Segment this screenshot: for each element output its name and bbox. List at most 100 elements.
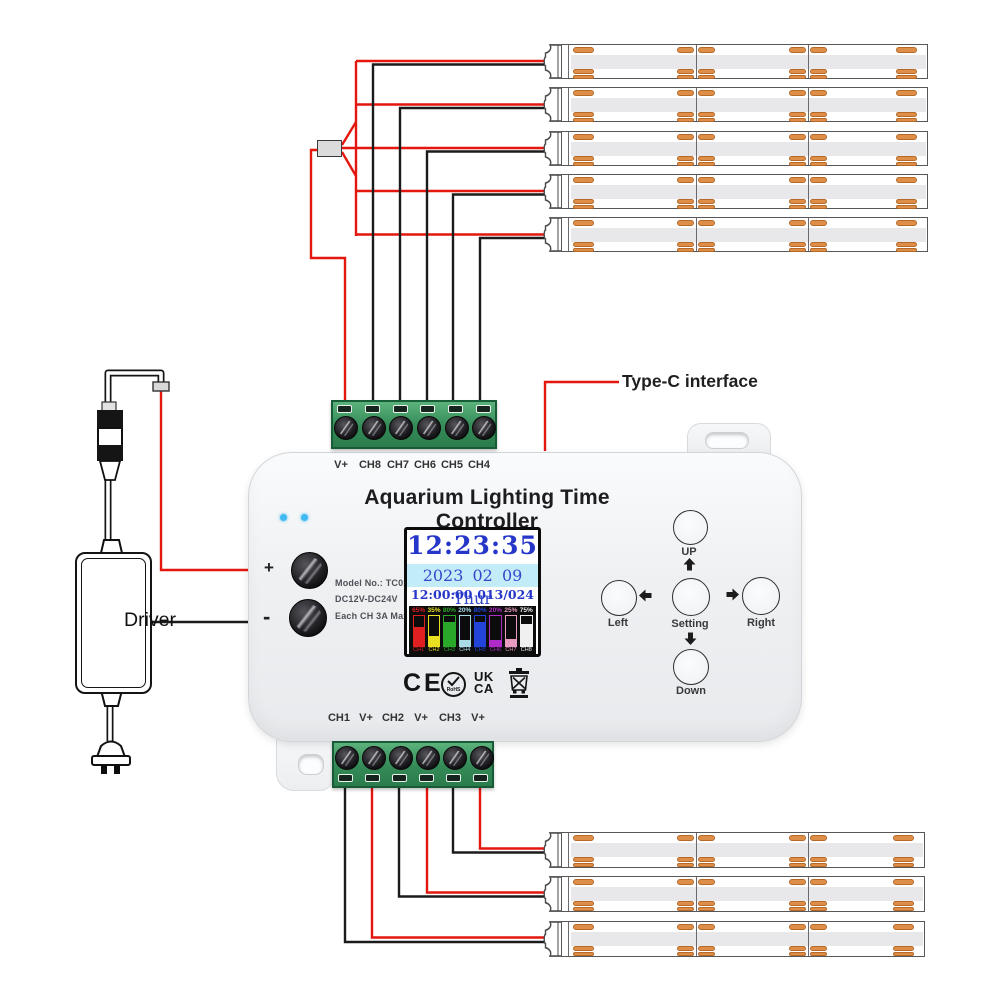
solder-pad	[677, 118, 694, 122]
bar-percent-label: 20%	[489, 607, 503, 614]
solder-pad	[896, 248, 917, 252]
terminal-screw[interactable]	[444, 416, 469, 440]
terminal-screw[interactable]	[415, 746, 440, 770]
strip-pcb	[561, 217, 928, 252]
right-button[interactable]	[742, 577, 780, 615]
strip-connector-icon	[543, 217, 562, 252]
bar-fill	[505, 638, 517, 646]
driver-label: Driver	[124, 609, 176, 631]
power-screw-positive	[291, 552, 328, 589]
solder-pad	[893, 857, 914, 862]
strip-end-line	[568, 833, 569, 867]
solder-pad	[573, 879, 594, 885]
bar-fill	[413, 626, 424, 646]
left-button[interactable]	[601, 580, 637, 616]
terminal-screw[interactable]	[361, 416, 386, 440]
arrow-left-icon	[639, 589, 652, 602]
solder-pad	[789, 134, 806, 140]
cob-led-band	[571, 98, 926, 112]
solder-pad	[573, 199, 594, 204]
solder-pad	[573, 69, 594, 74]
bar-percent-label: 20%	[458, 607, 472, 614]
rohs-text: RoHS	[446, 687, 461, 693]
terminal-screw[interactable]	[388, 746, 413, 770]
solder-pad	[789, 156, 806, 161]
wire-slot	[420, 405, 436, 413]
wire-slot	[392, 774, 407, 782]
solder-pad	[677, 162, 694, 166]
strip-joint-line	[696, 175, 697, 208]
solder-pad	[698, 47, 715, 53]
plus-label: +	[264, 558, 274, 577]
terminal-label-vplus: V+	[471, 712, 485, 724]
solder-pad	[698, 879, 715, 885]
terminal-label-ch1: CH1	[327, 712, 350, 724]
lcd-bar-ch3: 80%CH3	[443, 607, 456, 654]
terminal-screw[interactable]	[469, 746, 494, 770]
terminal-screw[interactable]	[472, 416, 497, 440]
lcd-bar-ch6: 20%CH6	[489, 607, 502, 654]
solder-pad	[789, 118, 806, 122]
strip-joint-line	[696, 833, 697, 867]
solder-pad	[896, 69, 917, 74]
solder-pad	[896, 177, 917, 183]
terminal-block-bottom	[332, 741, 494, 788]
solder-pad	[698, 952, 715, 956]
solder-pad	[896, 134, 917, 140]
driver-box	[75, 552, 152, 694]
solder-pad	[810, 162, 827, 166]
terminal-label-ch6: CH6	[413, 459, 436, 471]
solder-pad	[573, 162, 594, 166]
solder-pad	[698, 156, 715, 161]
terminal-screw[interactable]	[334, 746, 359, 770]
ukca-mark: UK CA	[474, 670, 494, 694]
solder-pad	[810, 69, 827, 74]
cob-led-band	[571, 932, 923, 946]
bar-outline	[427, 615, 441, 647]
terminal-screw[interactable]	[416, 416, 441, 440]
terminal-screw[interactable]	[389, 416, 414, 440]
solder-pad	[573, 835, 594, 841]
terminal-screw[interactable]	[361, 746, 386, 770]
solder-pad	[789, 199, 806, 204]
terminal-screw[interactable]	[442, 746, 467, 770]
cob-led-band	[571, 185, 926, 199]
solder-pad	[810, 924, 827, 930]
terminal-label-vplus: V+	[334, 459, 348, 471]
solder-pad	[677, 248, 694, 252]
strip-joint-line	[696, 132, 697, 165]
wire-slot	[419, 774, 434, 782]
led-strip-top-2	[543, 87, 928, 122]
solder-pad	[677, 242, 694, 247]
solder-pad	[896, 162, 917, 166]
strip-end-line	[568, 132, 569, 165]
terminal-screw[interactable]	[333, 416, 358, 440]
solder-pad	[810, 863, 827, 867]
up-button[interactable]	[673, 510, 708, 545]
solder-pad	[810, 220, 827, 226]
led-strip-top-5	[543, 217, 928, 252]
weee-bin-icon	[509, 668, 529, 698]
terminal-label-ch2: CH2	[381, 712, 404, 724]
cob-led-band	[571, 55, 926, 69]
solder-pad	[810, 952, 827, 956]
solder-pad	[893, 863, 914, 867]
cob-led-band	[571, 887, 923, 901]
solder-pad	[698, 220, 715, 226]
solder-pad	[893, 924, 914, 930]
solder-pad	[698, 248, 715, 252]
down-button[interactable]	[673, 649, 709, 685]
bar-channel-label: CH7	[505, 647, 517, 653]
solder-pad	[698, 75, 715, 79]
solder-pad	[677, 835, 694, 841]
wire-slot	[473, 774, 488, 782]
solder-pad	[789, 47, 806, 53]
solder-pad	[789, 112, 806, 117]
strip-connector-icon	[543, 876, 562, 912]
solder-pad	[677, 112, 694, 117]
bar-fill	[521, 623, 532, 646]
solder-pad	[677, 879, 694, 885]
setting-button[interactable]	[672, 578, 710, 616]
